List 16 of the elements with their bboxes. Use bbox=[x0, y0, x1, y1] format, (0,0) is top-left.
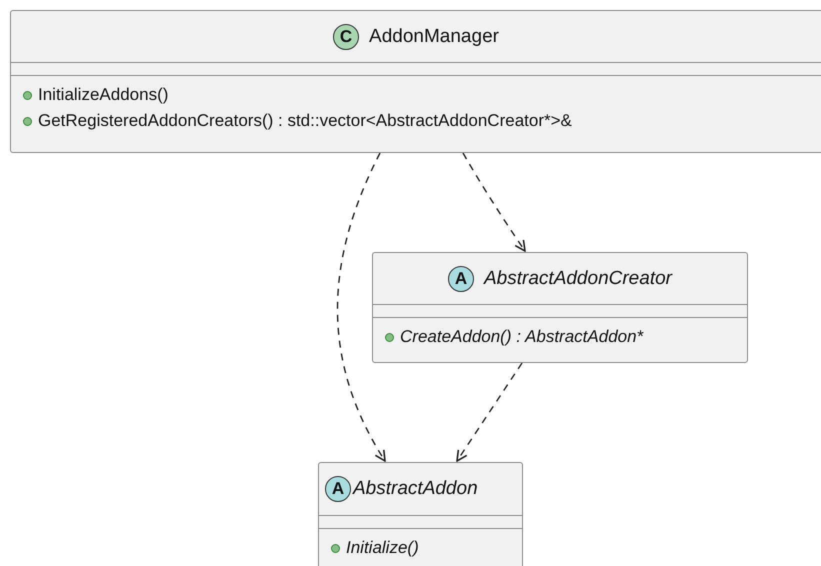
class-type-icon: A bbox=[448, 266, 474, 292]
method-signature: GetRegisteredAddonCreators() : std::vector<AbstractAddonCreator*>& bbox=[38, 111, 572, 131]
method-signature: CreateAddon() : AbstractAddon* bbox=[400, 327, 644, 347]
class-name: AddonManager bbox=[369, 26, 499, 48]
class-type-icon: C bbox=[333, 24, 360, 50]
class-box bbox=[318, 462, 523, 566]
dependency-arrow bbox=[462, 152, 526, 252]
class-name: AbstractAddonCreator bbox=[484, 268, 672, 290]
method-signature: InitializeAddons() bbox=[38, 85, 168, 105]
class-name: AbstractAddon bbox=[353, 478, 478, 500]
dependency-arrow bbox=[336, 152, 386, 462]
class-type-icon: A bbox=[325, 476, 351, 502]
method-signature: Initialize() bbox=[346, 538, 419, 558]
class-box bbox=[10, 10, 821, 153]
dependency-arrow bbox=[456, 362, 523, 462]
class-box bbox=[372, 252, 748, 363]
